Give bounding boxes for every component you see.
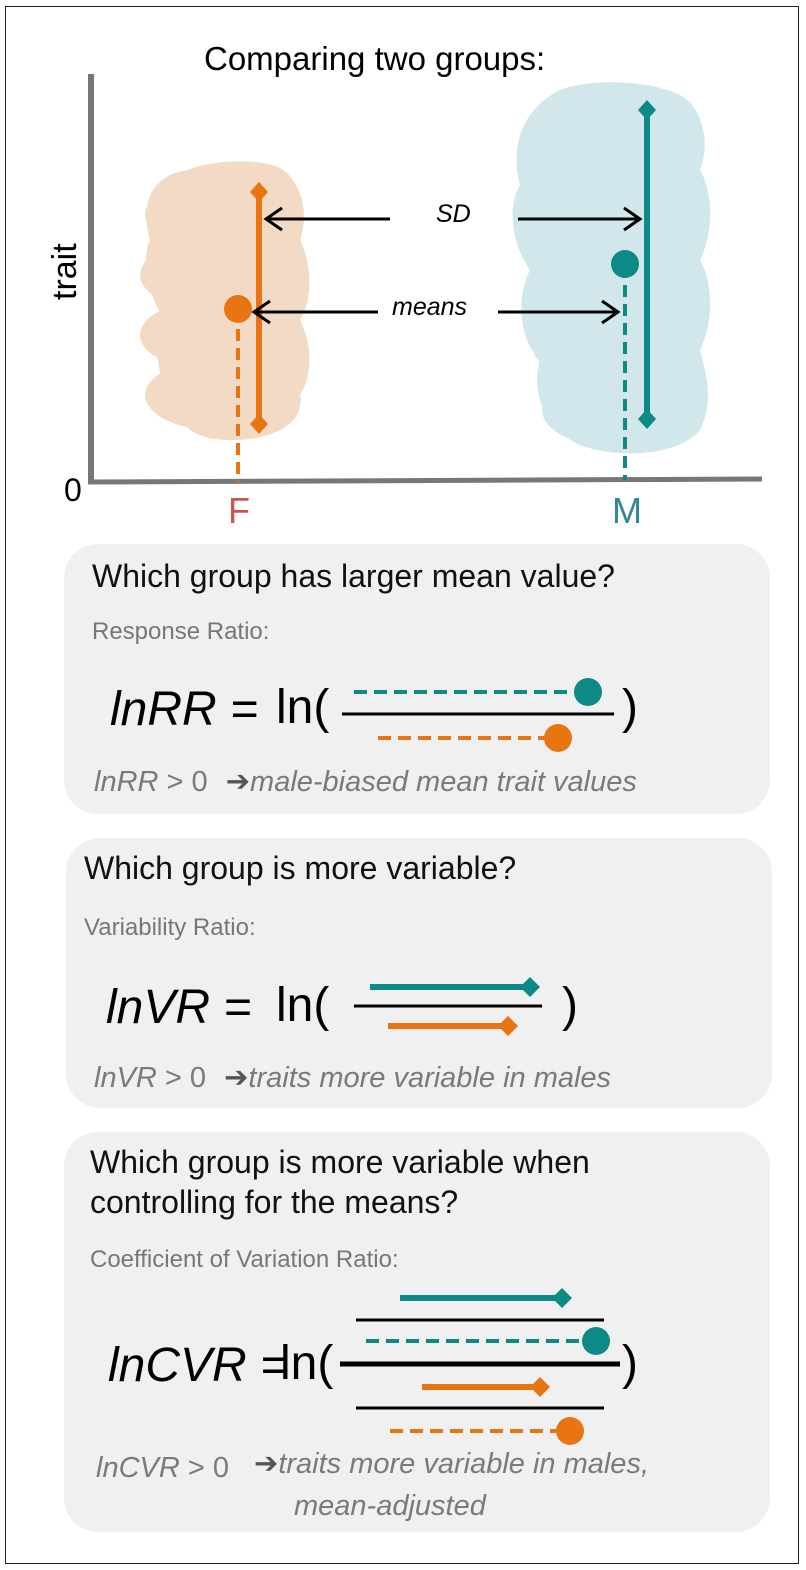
- male-sd-bottom-diamond: [638, 409, 656, 429]
- male-sd-top-diamond: [638, 100, 656, 120]
- variability-ratio-panel: [66, 838, 772, 1108]
- panel-note-rhs: ➔traits more variable in males,: [254, 1446, 649, 1481]
- panel-note: lnCVR > 0: [96, 1452, 229, 1485]
- male-mean-dot: [582, 1327, 610, 1355]
- formula-label: lnVR =: [106, 981, 252, 1034]
- female-sd-diamond: [530, 1377, 550, 1397]
- female-sd-bottom-diamond: [250, 414, 268, 434]
- male-sd-diamond: [520, 977, 540, 997]
- formula-label: lnRR =: [110, 683, 259, 736]
- male-mean-dot: [611, 250, 639, 278]
- note-lhs: lnCVR: [96, 1452, 180, 1484]
- panel-note: lnRR > 0 ➔male-biased mean trait values: [94, 764, 637, 799]
- panel-question: Which group has larger mean value?: [92, 558, 615, 594]
- means-arrows: [251, 299, 621, 325]
- panel-subtitle: Coefficient of Variation Ratio:: [90, 1246, 399, 1273]
- sd-arrows: [263, 206, 643, 232]
- panel-question-line2: controlling for the means?: [90, 1184, 459, 1220]
- panel-subtitle: Response Ratio:: [92, 618, 270, 645]
- arrow-right-icon: ➔: [225, 766, 251, 798]
- coefficient-of-variation-ratio-panel: [64, 1132, 770, 1532]
- ln-open: ln(: [280, 1337, 334, 1390]
- female-mean-dot: [224, 295, 252, 323]
- note-op: > 0: [179, 1452, 229, 1484]
- close-paren: ): [622, 1337, 638, 1390]
- female-mean-dot: [556, 1417, 584, 1445]
- male-group-label: M: [612, 490, 642, 531]
- origin-label: 0: [64, 472, 82, 508]
- diagram-graphics: [87, 74, 763, 485]
- close-paren: ): [562, 979, 578, 1032]
- note-rhs: male-biased mean trait values: [250, 766, 637, 798]
- note-op: > 0: [158, 766, 208, 798]
- female-group-label: F: [228, 490, 250, 531]
- ln-open: ln(: [276, 979, 330, 1032]
- diagram-title: Comparing two groups:: [204, 40, 546, 77]
- note-rhs: traits more variable in males: [248, 1062, 612, 1094]
- formula-label: lnCVR =: [108, 1339, 289, 1392]
- mouse-silhouette-icon: [512, 82, 711, 454]
- ln-open: ln(: [276, 681, 330, 734]
- sd-label: SD: [436, 200, 471, 228]
- response-ratio-panel: [64, 544, 770, 814]
- figure-frame: [5, 6, 799, 1564]
- means-label: means: [392, 293, 468, 321]
- female-sd-top-diamond: [250, 182, 268, 202]
- male-sd-diamond: [552, 1288, 572, 1308]
- panel-subtitle: Variability Ratio:: [84, 914, 256, 941]
- male-mean-dot: [574, 678, 602, 706]
- arrow-right-icon: ➔: [224, 1062, 249, 1094]
- note-lhs: lnVR: [94, 1062, 157, 1094]
- female-sd-diamond: [498, 1016, 518, 1036]
- note-op: > 0: [156, 1062, 207, 1094]
- arrow-right-icon: ➔: [254, 1448, 279, 1480]
- panel-question-line1: Which group is more variable when: [90, 1144, 590, 1180]
- note-lhs: lnRR: [94, 766, 159, 798]
- panel-note: lnVR > 0 ➔traits more variable in males: [94, 1060, 611, 1095]
- note-rhs-line1: traits more variable in males,: [278, 1448, 649, 1480]
- close-paren: ): [622, 681, 638, 734]
- female-mean-dot: [544, 724, 572, 752]
- x-axis: [87, 476, 763, 485]
- panel-question: Which group is more variable?: [84, 850, 517, 886]
- note-rhs-line2: mean-adjusted: [294, 1490, 486, 1522]
